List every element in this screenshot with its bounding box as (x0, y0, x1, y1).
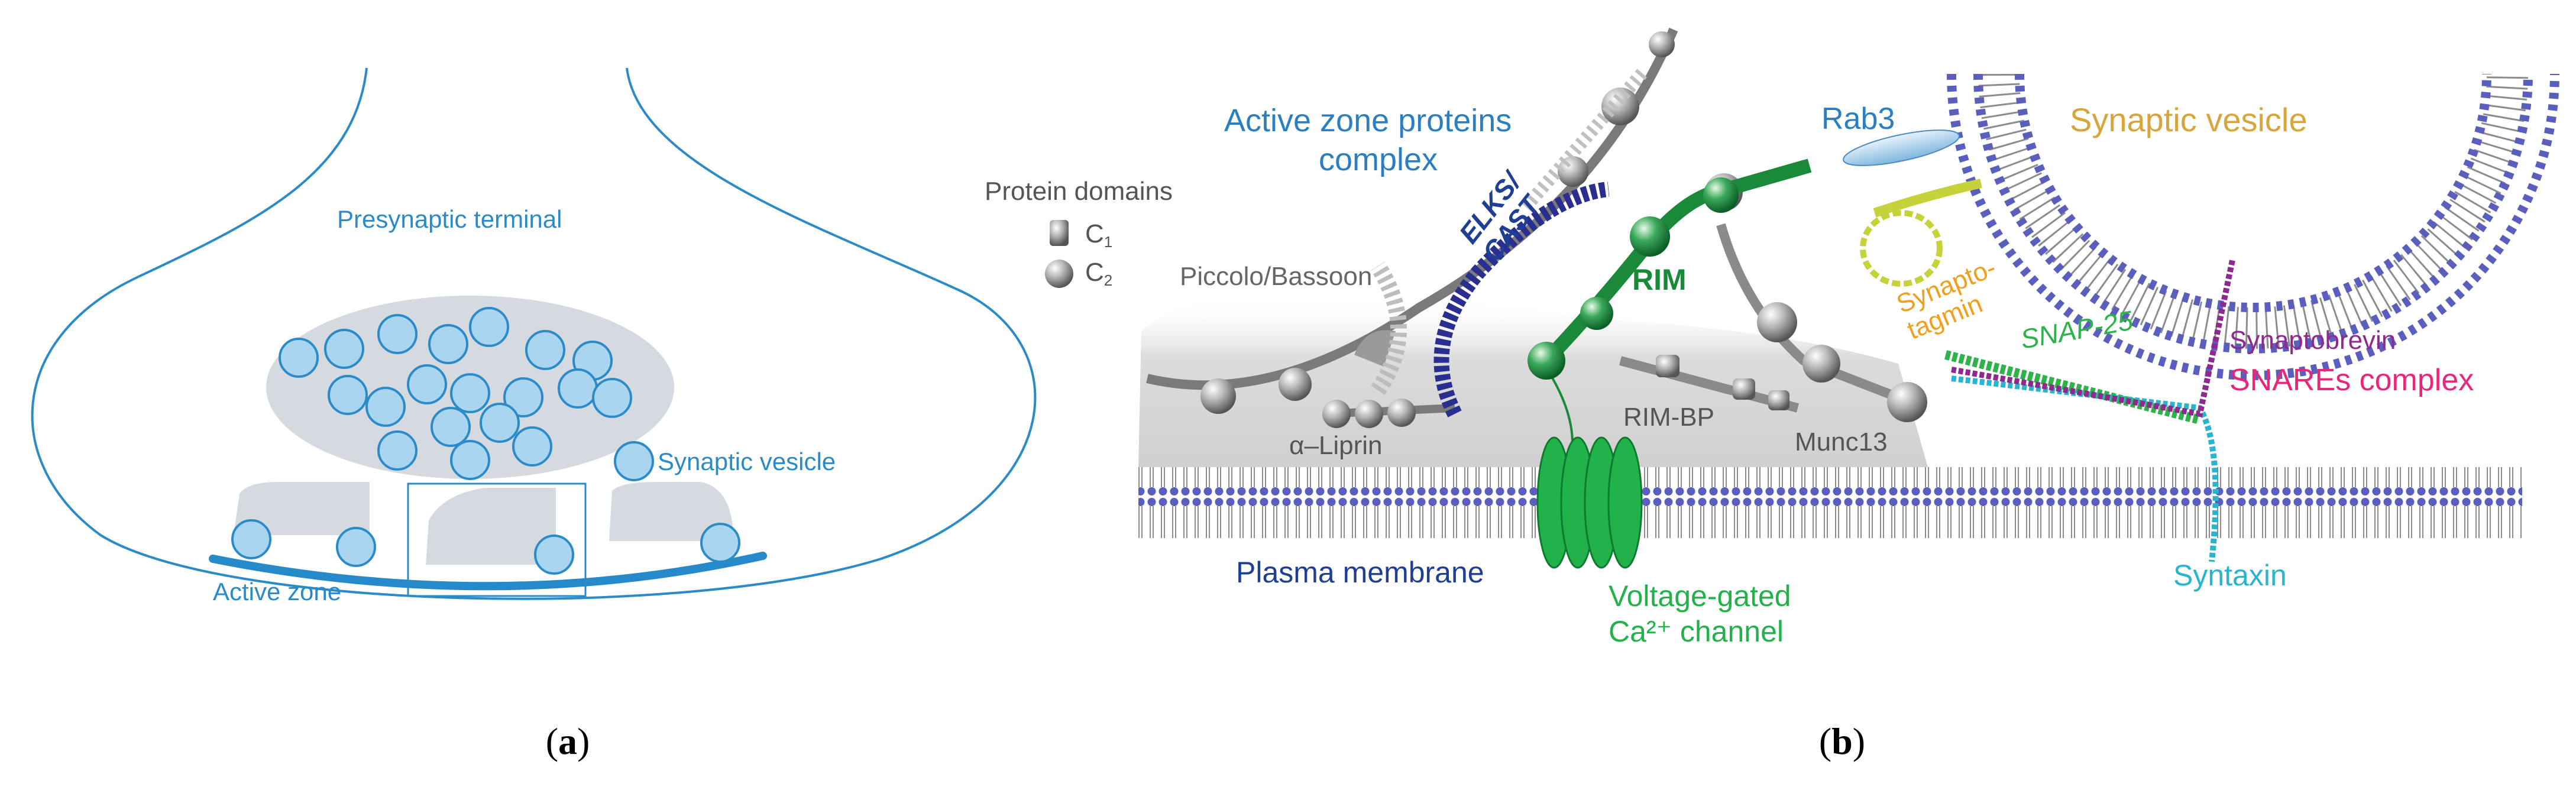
vesicle (377, 314, 418, 354)
c2-domain (1528, 342, 1565, 380)
vesicle (525, 330, 565, 370)
c2-domain (1322, 400, 1351, 428)
vesicle (503, 377, 543, 417)
c2-domain (1887, 382, 1927, 422)
presynaptic-terminal-outline (31, 67, 1037, 600)
zoom-box (407, 482, 587, 597)
label-syntaxin: Syntaxin (2173, 559, 2287, 592)
label-elks-cast: ELKS/CAST (1453, 165, 1551, 267)
panel-a: Presynaptic terminal Synaptic vesicle Ac… (31, 67, 1037, 762)
synaptotagmin-protein (1860, 179, 1982, 287)
label-active-zone: Active zone (213, 578, 341, 605)
label-synaptic-vesicle-a: Synaptic vesicle (658, 448, 836, 475)
syntaxin-helix (1951, 375, 2219, 562)
vesicle (558, 368, 598, 409)
c2-domain-icon (1045, 260, 1073, 288)
label-synaptic-vesicle-b: Synaptic vesicle (2070, 101, 2308, 138)
synaptic-vesicle-membrane (1947, 73, 2559, 380)
rim-bp-protein (1619, 355, 1800, 413)
c2-domain (1649, 31, 1675, 57)
c2-domain (1355, 400, 1383, 428)
label-synaptobrevin: Synaptobrevin (2229, 326, 2396, 355)
dense-projection-middle (426, 488, 556, 565)
vesicle (279, 338, 319, 378)
panel-b: Protein domains C1 C2 Active zone protei… (985, 27, 2559, 762)
vesicle (534, 535, 574, 575)
label-vgcc-1: Voltage-gated (1609, 579, 1791, 613)
vesicle (407, 364, 447, 404)
vesicle (614, 441, 654, 481)
label-snares-complex: SNAREs complex (2229, 363, 2474, 397)
vesicle (428, 324, 468, 364)
vesicle (324, 329, 364, 369)
vesicle (365, 387, 406, 427)
legend-title: Protein domains (985, 177, 1173, 206)
voltage-gated-ca-channel (1536, 436, 1643, 569)
label-alpha-liprin: α–Liprin (1289, 431, 1383, 460)
synaptobrevin-helix (1951, 259, 2235, 417)
label-active-zone-complex-2: complex (1319, 142, 1438, 177)
rim-protein (1528, 158, 1812, 474)
snap25-helix (1944, 350, 2201, 425)
label-rim: RIM (1632, 263, 1687, 296)
label-presynaptic-terminal: Presynaptic terminal (337, 205, 562, 233)
vesicle (512, 426, 552, 467)
vesicle (231, 519, 271, 559)
vesicle (431, 407, 471, 447)
label-munc13: Munc13 (1795, 427, 1888, 456)
c1-domain-icon (1050, 220, 1069, 246)
c2-domain (1757, 302, 1797, 342)
label-rab3: Rab3 (1821, 102, 1895, 136)
plasma-membrane (1138, 467, 2522, 538)
label-plasma-membrane: Plasma membrane (1236, 556, 1484, 589)
c2-domain (1387, 399, 1416, 427)
c2-domain (1279, 368, 1312, 401)
vesicle (450, 373, 490, 413)
vesicle (328, 375, 368, 415)
protein-domains-legend: Protein domains C1 C2 (985, 177, 1173, 289)
c2-domain (1200, 378, 1236, 414)
label-vgcc-2: Ca²⁺ channel (1609, 615, 1784, 648)
piccolo-cap (1354, 330, 1396, 367)
vesicle (469, 307, 509, 347)
elks-cast-protein (1433, 182, 1610, 417)
dense-projection-left (234, 482, 370, 535)
label-active-zone-complex-1: Active zone proteins (1224, 103, 1512, 138)
vesicle (480, 403, 520, 443)
vesicle (592, 378, 632, 418)
vesicle (700, 523, 740, 563)
synaptic-vesicles (231, 307, 740, 575)
label-synaptotagmin: Synapto-tagmin (1892, 253, 2011, 345)
dense-projection-right (609, 482, 733, 541)
vesicle (450, 440, 490, 480)
vesicle (377, 430, 418, 471)
snare-complex (1944, 259, 2235, 562)
legend-c1: C1 (1085, 219, 1112, 251)
active-zone-bar (209, 552, 767, 591)
c2-domain (1630, 216, 1670, 257)
caption-a: (a) (546, 720, 590, 762)
rab3-protein (1843, 129, 1960, 166)
caption-b: (b) (1819, 720, 1865, 762)
piccolo-bassoon-protein (1146, 27, 1678, 414)
c2-domain (1703, 177, 1739, 213)
alpha-liprin-protein (1322, 261, 1455, 428)
c2-domain (1580, 297, 1613, 330)
label-piccolo-bassoon: Piccolo/Bassoon (1180, 262, 1372, 291)
c2-domain (1802, 345, 1840, 383)
vesicle (336, 527, 376, 567)
label-rim-bp: RIM-BP (1623, 403, 1714, 432)
legend-c2: C2 (1085, 258, 1112, 289)
